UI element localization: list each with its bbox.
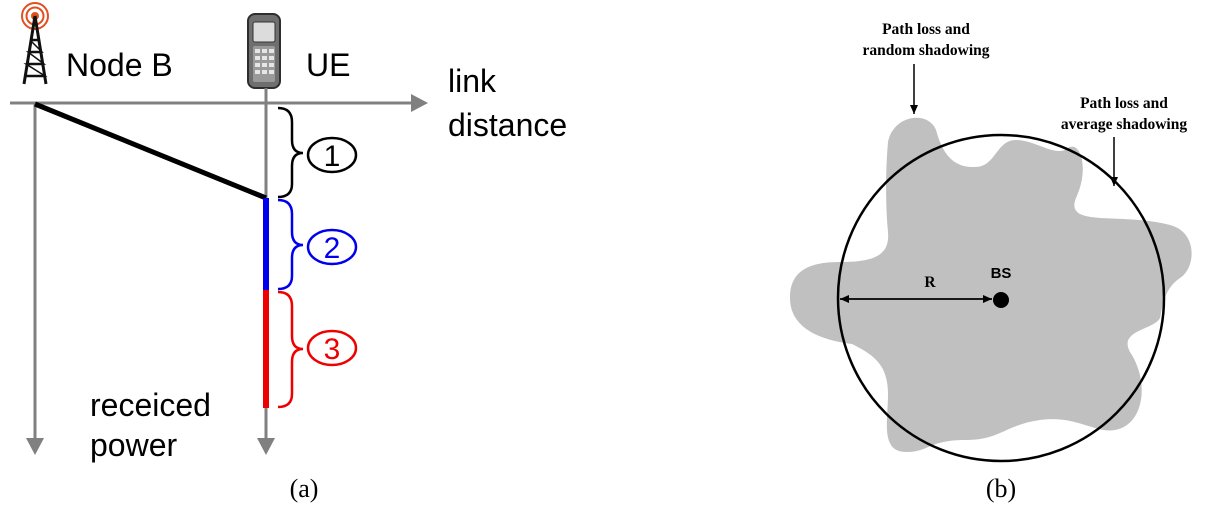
segment-3-label: 3: [324, 333, 341, 366]
antenna-tower-icon: [21, 2, 49, 85]
base-station-marker: [993, 292, 1009, 308]
node-b-power-axis: [26, 103, 44, 455]
segment-1-marker: [306, 136, 358, 174]
segment-2-brace: [277, 198, 304, 291]
annotation-average-line1: Path loss and: [1080, 95, 1168, 112]
panel-b-caption: (b): [986, 474, 1016, 503]
x-axis-label-line1: link: [448, 63, 497, 99]
y-axis-label-line1: receiced: [90, 387, 211, 423]
segment-3-marker: [306, 329, 358, 367]
annotation-random-line1: Path loss and: [882, 21, 970, 38]
segment-1-brace: [277, 106, 304, 199]
segment-2-marker: [306, 228, 358, 266]
x-axis-label-line2: distance: [448, 107, 567, 143]
segment-2-label: 2: [324, 232, 341, 265]
annotation-average-line2: average shadowing: [1061, 116, 1187, 133]
panel-b: R BS Path loss and random shadowing Path…: [790, 21, 1192, 503]
segment-1-label: 1: [324, 140, 341, 173]
x-axis-link-distance: [10, 94, 428, 112]
path-loss-line: [34, 101, 267, 201]
radius-label: R: [924, 274, 936, 291]
panel-a-caption: (a): [290, 474, 319, 503]
node-b-label: Node B: [66, 47, 173, 83]
y-axis-label-line2: power: [90, 427, 178, 463]
segment-3-brace: [277, 290, 304, 409]
random-shadowing-region: [790, 117, 1192, 453]
annotation-random-line2: random shadowing: [862, 42, 989, 59]
average-shadowing-circle: [836, 133, 1166, 463]
ue-label: UE: [306, 47, 350, 83]
panel-a: Node B UE link distance 1: [10, 2, 567, 503]
bs-label: BS: [991, 265, 1012, 282]
mobile-phone-icon: [247, 13, 281, 89]
